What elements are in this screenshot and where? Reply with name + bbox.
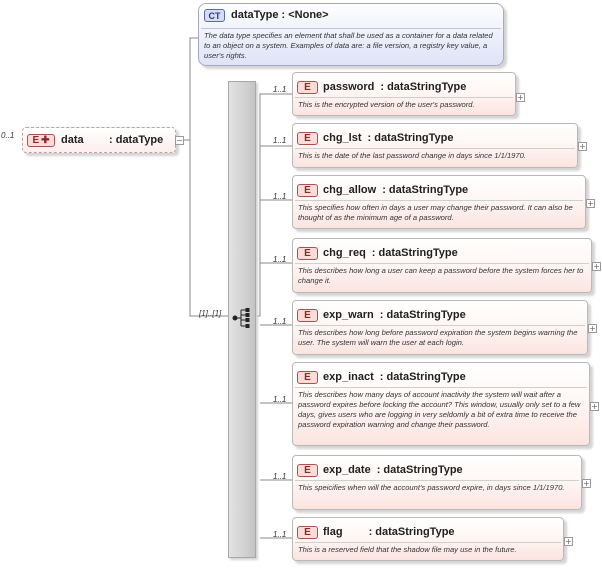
root-element-card[interactable]: E✚ data : dataType — [22, 127, 176, 153]
sequence-icon — [232, 308, 250, 328]
complex-type-description: The data type specifies an element that … — [204, 31, 493, 60]
element-badge: E — [297, 370, 318, 384]
expand-toggle[interactable]: + — [592, 262, 601, 271]
complex-type-card[interactable]: CT dataType : <None> The data type speci… — [198, 3, 504, 66]
sequence-compositor[interactable] — [228, 81, 256, 558]
element-name: chg_allow — [323, 184, 377, 196]
element-badge: E — [297, 525, 318, 539]
element-multiplicity: 1..1 — [273, 472, 287, 481]
element-type: : dataStringType — [379, 309, 466, 321]
element-multiplicity: 1..1 — [273, 317, 287, 326]
element-multiplicity: 1..1 — [273, 192, 287, 201]
element-name: exp_inact — [323, 371, 374, 383]
collapse-toggle[interactable]: − — [175, 136, 184, 145]
element-name: chg_lst — [323, 132, 362, 144]
complex-type-title: dataType : <None> — [231, 9, 329, 21]
element-type: : dataStringType — [367, 132, 454, 144]
element-type: : dataStringType — [382, 184, 469, 196]
expand-toggle[interactable]: + — [588, 324, 597, 333]
root-multiplicity: 0..1 — [1, 131, 15, 140]
sequence-multiplicity: [1]..[1] — [199, 309, 222, 318]
divider — [295, 387, 587, 388]
expand-toggle[interactable]: + — [590, 402, 599, 411]
element-description: This describes how long a user can keep … — [298, 266, 584, 285]
expand-toggle[interactable]: + — [578, 142, 587, 151]
element-description: This is a reserved field that the shadow… — [298, 545, 517, 554]
element-multiplicity: 1..1 — [273, 255, 287, 264]
element-badge: E — [297, 463, 318, 477]
element-type: : dataStringType — [371, 247, 458, 259]
element-name: exp_warn — [323, 309, 374, 321]
element-description: This describes how many days of account … — [298, 390, 581, 429]
element-description: This describes how long before password … — [298, 328, 578, 347]
element-plus-icon: E✚ — [27, 134, 55, 147]
divider — [295, 97, 513, 98]
element-name: chg_req — [323, 247, 366, 259]
divider — [295, 542, 561, 543]
element-description: This speicifies when will the account's … — [298, 483, 565, 492]
element-badge: E — [297, 246, 318, 260]
divider — [295, 325, 585, 326]
expand-toggle[interactable]: + — [582, 479, 591, 488]
divider — [295, 263, 589, 264]
element-badge: E — [297, 183, 318, 197]
element-description: This is the date of the last password ch… — [298, 151, 526, 160]
element-name: exp_date — [323, 464, 371, 476]
element-multiplicity: 1..1 — [273, 395, 287, 404]
element-description: This is the encrypted version of the use… — [298, 100, 475, 109]
expand-toggle[interactable]: + — [564, 537, 573, 546]
divider — [201, 28, 501, 29]
element-multiplicity: 1..1 — [273, 136, 287, 145]
element-badge: E — [297, 131, 318, 145]
root-element-type: : dataType — [109, 134, 164, 146]
root-element-name: data — [61, 134, 84, 146]
element-type: : dataStringType — [368, 526, 455, 538]
element-name: password — [323, 81, 375, 93]
element-type: : dataStringType — [380, 81, 467, 93]
element-type: : dataStringType — [376, 464, 463, 476]
divider — [295, 480, 579, 481]
element-type: : dataStringType — [379, 371, 466, 383]
element-badge: E — [297, 80, 318, 94]
element-badge: E — [297, 308, 318, 322]
element-multiplicity: 1..1 — [273, 530, 287, 539]
divider — [295, 200, 583, 201]
divider — [295, 148, 575, 149]
element-description: This specifies how often in days a user … — [298, 203, 573, 222]
element-name: flag — [323, 526, 343, 538]
expand-toggle[interactable]: + — [586, 199, 595, 208]
element-multiplicity: 1..1 — [273, 85, 287, 94]
expand-toggle[interactable]: + — [516, 93, 525, 102]
complex-type-badge: CT — [204, 9, 225, 22]
